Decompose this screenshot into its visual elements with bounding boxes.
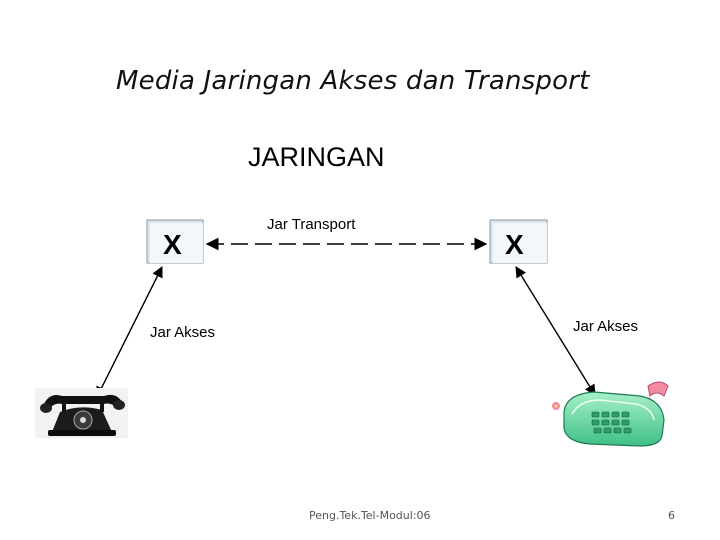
access-right-label: Jar Akses [573,318,638,335]
node-right-label: X [505,229,524,260]
node-left-label: X [163,229,182,260]
footer-module-text: Peng.Tek.Tel-Modul:06 [309,509,431,522]
exchange-node-left: X [147,220,203,263]
access-left-label: Jar Akses [150,324,215,341]
diagram-heading: JARINGAN [248,142,385,172]
page-number: 6 [668,509,675,522]
green-telephone-icon [552,382,668,446]
transport-label: Jar Transport [267,216,356,233]
rotary-telephone-icon [35,388,128,438]
exchange-node-right: X [490,220,547,263]
